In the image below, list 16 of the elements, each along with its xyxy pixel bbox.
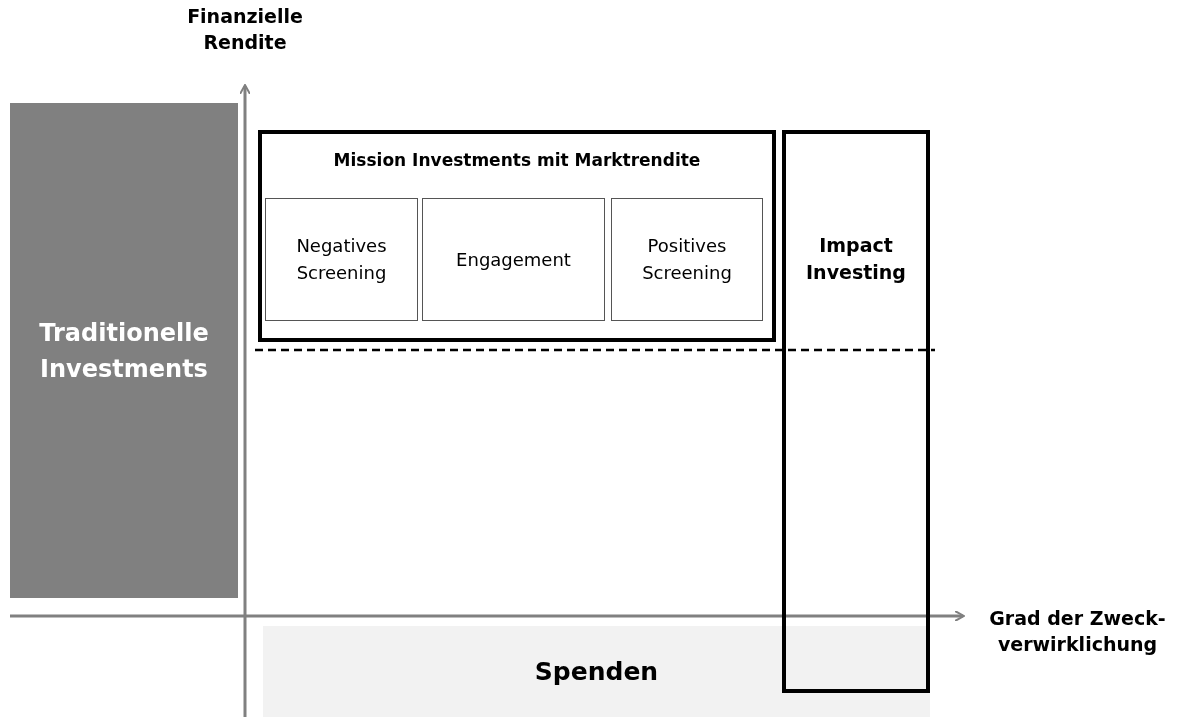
node-label: Impact Investing [805, 233, 907, 285]
node-label: Negatives Screening [295, 234, 388, 285]
category-band [263, 626, 930, 717]
node-label: Spenden [533, 657, 660, 686]
category-box [265, 198, 418, 321]
category-box [422, 198, 605, 321]
axis-label: Finanzielle Rendite [186, 4, 304, 55]
node-label: Positives Screening [641, 234, 733, 285]
group-box [258, 130, 776, 342]
category-box [782, 130, 930, 693]
category-block [10, 103, 238, 598]
axis-label: Grad der Zweck-verwirklichung [988, 606, 1167, 657]
category-box [611, 198, 763, 321]
node-label: Traditionelle Investments [38, 317, 210, 385]
node-label: Engagement [455, 249, 572, 270]
node-label: Mission Investments mit Marktrendite [332, 150, 702, 170]
